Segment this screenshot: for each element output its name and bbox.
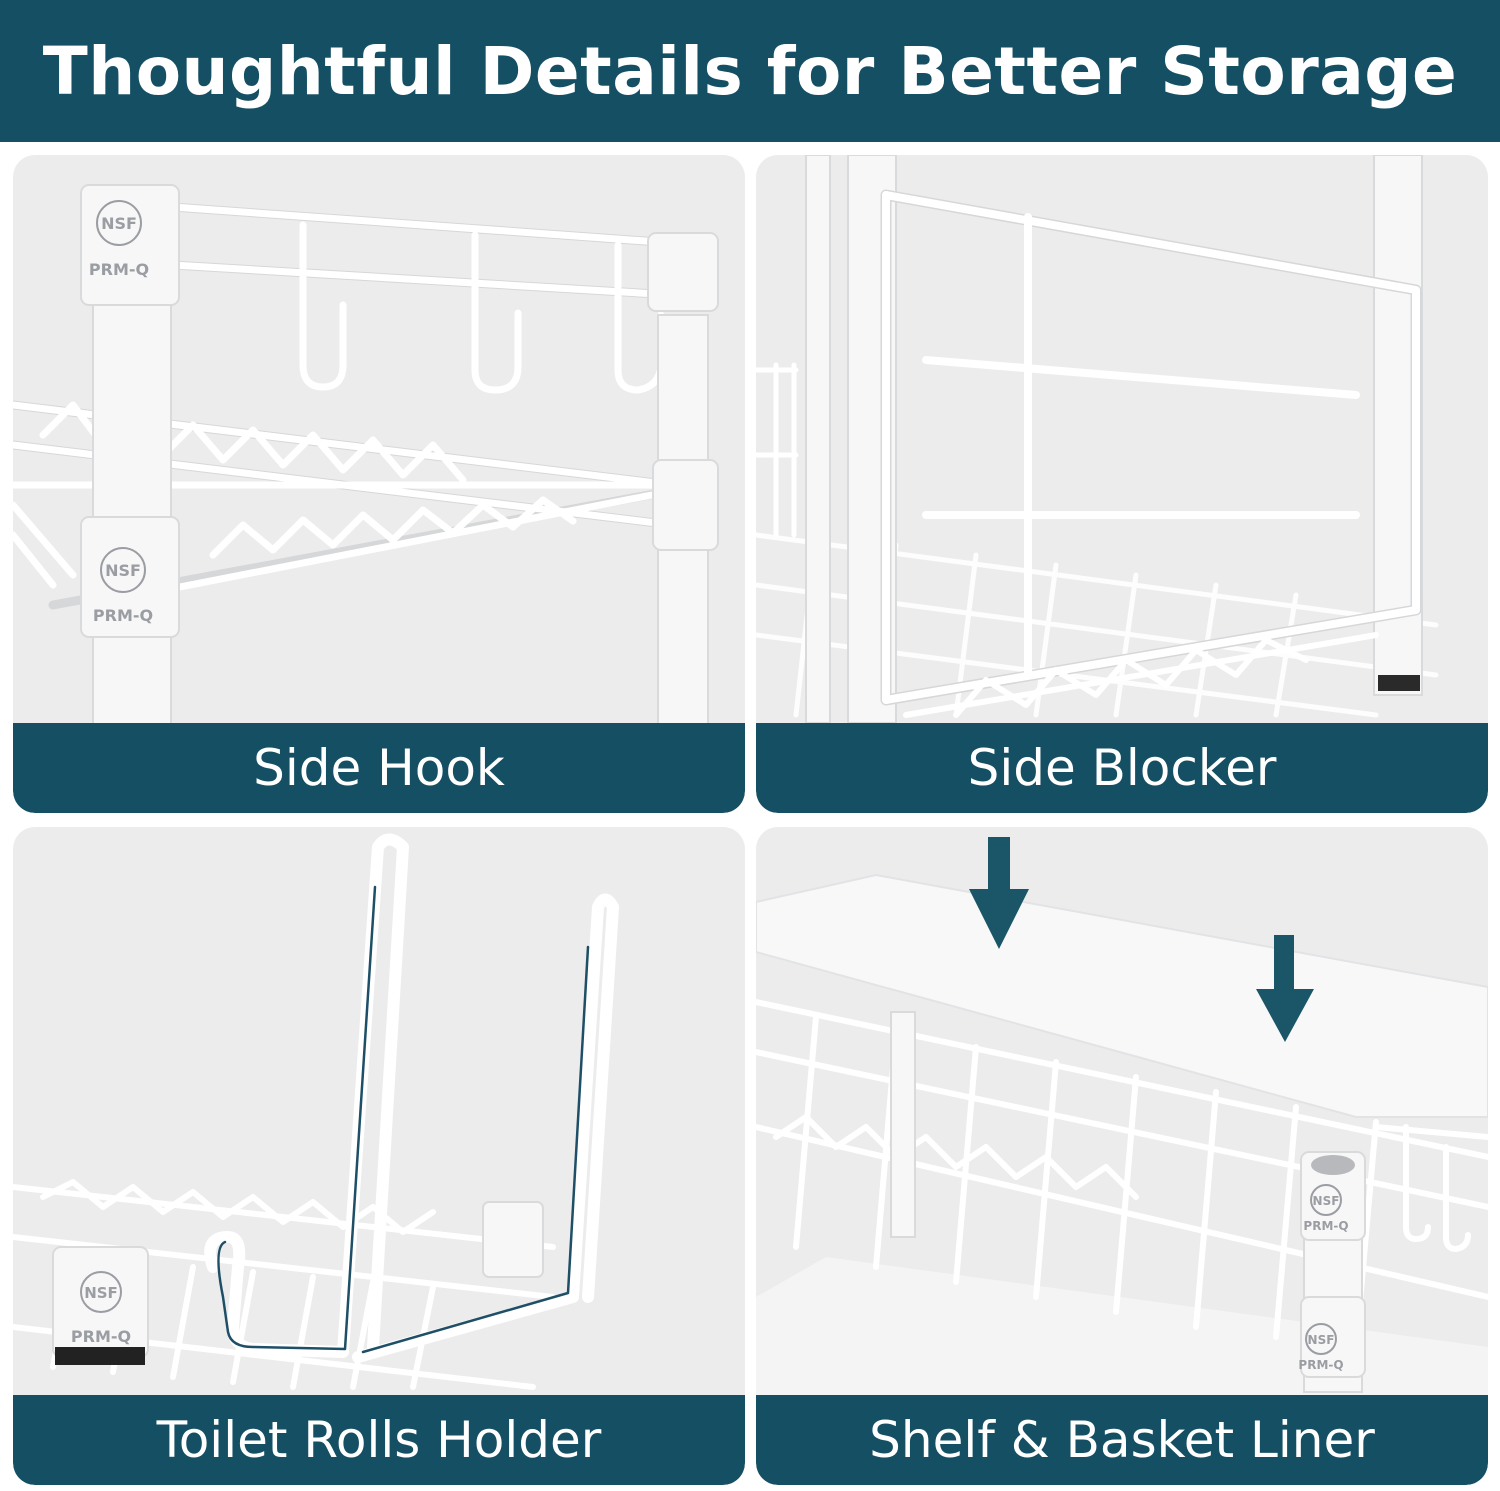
caption-text: Side Hook xyxy=(253,739,505,797)
svg-text:NSF: NSF xyxy=(1308,1333,1335,1347)
caption-text: Side Blocker xyxy=(967,739,1277,797)
nsf-badge: NSF PRM-Q xyxy=(71,1271,131,1346)
side-hook-image: NSF PRM-Q NSF PRM-Q xyxy=(13,184,719,723)
nsf-badge-lower: NSF PRM-Q xyxy=(93,547,153,625)
svg-text:PRM-Q: PRM-Q xyxy=(93,606,153,625)
svg-text:NSF: NSF xyxy=(1313,1194,1340,1208)
svg-text:PRM-Q: PRM-Q xyxy=(1303,1219,1348,1233)
caption-shelf-basket-liner: Shelf & Basket Liner xyxy=(756,1395,1488,1485)
shelf-liner-image: NSF PRM-Q NSF PRM-Q xyxy=(756,837,1488,1395)
svg-text:PRM-Q: PRM-Q xyxy=(89,260,149,279)
caption-toilet-rolls-holder: Toilet Rolls Holder xyxy=(13,1395,745,1485)
down-arrow-icon xyxy=(969,837,1029,949)
nsf-badge-upper: NSF PRM-Q xyxy=(1303,1184,1349,1233)
svg-text:PRM-Q: PRM-Q xyxy=(1298,1358,1343,1372)
svg-text:NSF: NSF xyxy=(105,561,141,580)
caption-side-blocker: Side Blocker xyxy=(756,723,1488,813)
panel-side-hook: NSF PRM-Q NSF PRM-Q Side Hook xyxy=(13,155,745,813)
header-banner: Thoughtful Details for Better Storage xyxy=(0,0,1500,142)
nsf-badge-upper: NSF PRM-Q xyxy=(89,200,149,279)
panel-side-blocker: Side Blocker xyxy=(756,155,1488,813)
side-blocker-image xyxy=(756,155,1439,723)
toilet-rolls-holder-image: NSF PRM-Q xyxy=(13,833,619,1390)
page-title: Thoughtful Details for Better Storage xyxy=(42,32,1458,110)
caption-text: Toilet Rolls Holder xyxy=(156,1411,602,1469)
svg-text:NSF: NSF xyxy=(101,214,137,233)
caption-text: Shelf & Basket Liner xyxy=(869,1411,1375,1469)
down-arrow-icon xyxy=(1256,935,1314,1042)
svg-text:PRM-Q: PRM-Q xyxy=(71,1327,131,1346)
panel-toilet-rolls-holder: NSF PRM-Q Toilet Rolls Holder xyxy=(13,827,745,1485)
caption-side-hook: Side Hook xyxy=(13,723,745,813)
panel-shelf-basket-liner: NSF PRM-Q NSF PRM-Q Shelf & Basket Liner xyxy=(756,827,1488,1485)
nsf-badge-lower: NSF PRM-Q xyxy=(1298,1323,1344,1372)
svg-text:NSF: NSF xyxy=(84,1284,118,1302)
